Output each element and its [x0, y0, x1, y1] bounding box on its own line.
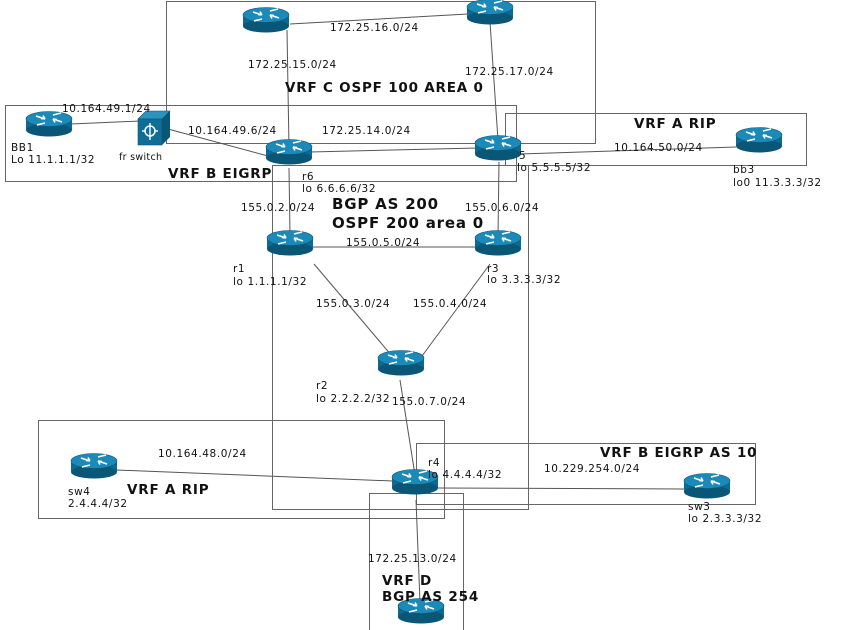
router-r6-loopback: lo 6.6.6.6/32 [302, 183, 376, 195]
router-bb3-loopback: lo0 11.3.3.3/32 [733, 177, 822, 189]
router-r2-loopback: lo 2.2.2.2/32 [316, 393, 390, 405]
link-r3-r2 [421, 263, 491, 357]
vrf-b-eigrp-as10-title: VRF B EIGRP AS 10 [600, 445, 757, 461]
vrf-a-rip-bottom-title: VRF A RIP [127, 482, 209, 498]
subnet-label: 155.0.7.0/24 [392, 396, 466, 408]
link-r5-r3 [497, 161, 500, 237]
router-r1-icon[interactable] [266, 229, 314, 257]
link-rtop-left-r6 [286, 29, 290, 149]
fr-switch-icon[interactable] [137, 110, 171, 146]
router-r6-icon[interactable] [265, 138, 313, 166]
router-sw3-loopback: lo 2.3.3.3/32 [688, 513, 762, 525]
router-bb3-icon[interactable] [735, 126, 783, 154]
link-rtop-right-r5 [489, 21, 499, 141]
link-r1-r2 [313, 263, 393, 357]
router-r3-label: r3 [487, 263, 499, 275]
vrf-b-eigrp-title: VRF B EIGRP [168, 166, 272, 182]
router-bb1-label: BB1 [11, 142, 34, 154]
links [70, 13, 737, 603]
subnet-label: 155.0.6.0/24 [465, 202, 539, 214]
subnet-label: 172.25.15.0/24 [248, 59, 337, 71]
router-r1-loopback: lo 1.1.1.1/32 [233, 276, 307, 288]
router-r4-label: r4 [428, 457, 440, 469]
subnet-label: 155.0.5.0/24 [346, 237, 420, 249]
vrf-a-rip-bottom-region-box [38, 420, 445, 519]
subnet-label: 10.229.254.0/24 [544, 463, 640, 475]
subnet-label: 10.164.49.1/24 [62, 103, 151, 115]
router-bb1-loopback: Lo 11.1.1.1/32 [11, 154, 95, 166]
subnet-label: 155.0.3.0/24 [316, 298, 390, 310]
router-r3-icon[interactable] [474, 229, 522, 257]
router-top-right-icon[interactable] [466, 0, 514, 26]
subnet-label: 172.25.13.0/24 [368, 553, 457, 565]
router-bb1-icon[interactable] [25, 110, 73, 138]
router-sw3-label: sw3 [688, 501, 711, 513]
router-r1-label: r1 [233, 263, 245, 275]
link-r2-r4 [399, 379, 416, 476]
vrf-c-title: VRF C OSPF 100 AREA 0 [285, 80, 484, 96]
router-r5-loopback: lo 5.5.5.5/32 [517, 162, 591, 174]
bgp-as200-title: BGP AS 200 [332, 195, 439, 213]
router-sw4-icon[interactable] [70, 452, 118, 480]
subnet-label: 10.164.50.0/24 [614, 142, 703, 154]
router-top-left-icon[interactable] [242, 6, 290, 34]
link-sw4-r4 [115, 469, 394, 482]
link-r6-r1 [288, 167, 291, 237]
subnet-label: 155.0.2.0/24 [241, 202, 315, 214]
vrf-a-rip-top-title: VRF A RIP [634, 116, 716, 132]
subnet-label: 10.164.49.6/24 [188, 125, 277, 137]
vrf-d-bgp-title: BGP AS 254 [382, 589, 479, 605]
router-sw4-label: sw4 [68, 486, 91, 498]
subnet-label: 172.25.14.0/24 [322, 125, 411, 137]
router-sw4-loopback: 2.4.4.4/32 [68, 498, 128, 510]
link-rtop-left-rtop-right [289, 13, 469, 25]
router-r5-label: 5 [519, 150, 526, 162]
link-r4-r7 [415, 499, 421, 603]
router-r4-loopback: lo 4.4.4.4/32 [428, 469, 502, 481]
subnet-label: 172.25.17.0/24 [465, 66, 554, 78]
router-r6-label: r6 [302, 171, 314, 183]
router-r2-icon[interactable] [377, 349, 425, 377]
subnet-label: 155.0.4.0/24 [413, 298, 487, 310]
link-frswitch-r6 [167, 128, 269, 157]
router-bb3-label: bb3 [733, 164, 755, 176]
link-bb1-frswitch [70, 120, 141, 125]
vrf-c-region-box [166, 1, 596, 144]
fr-switch-label: fr switch [119, 152, 162, 163]
link-r6-r5 [309, 147, 479, 153]
link-r4-sw3 [436, 487, 685, 490]
subnet-label: 172.25.16.0/24 [330, 22, 419, 34]
router-sw3-icon[interactable] [683, 472, 731, 500]
vrf-d-title: VRF D [382, 573, 432, 589]
subnet-label: 10.164.48.0/24 [158, 448, 247, 460]
router-r5-icon[interactable] [474, 134, 522, 162]
link-r5-bb3 [519, 146, 737, 155]
bgp-as200-region-box [272, 165, 529, 510]
ospf-200-title: OSPF 200 area 0 [332, 214, 484, 232]
router-r3-loopback: lo 3.3.3.3/32 [487, 274, 561, 286]
router-r2-label: r2 [316, 380, 328, 392]
